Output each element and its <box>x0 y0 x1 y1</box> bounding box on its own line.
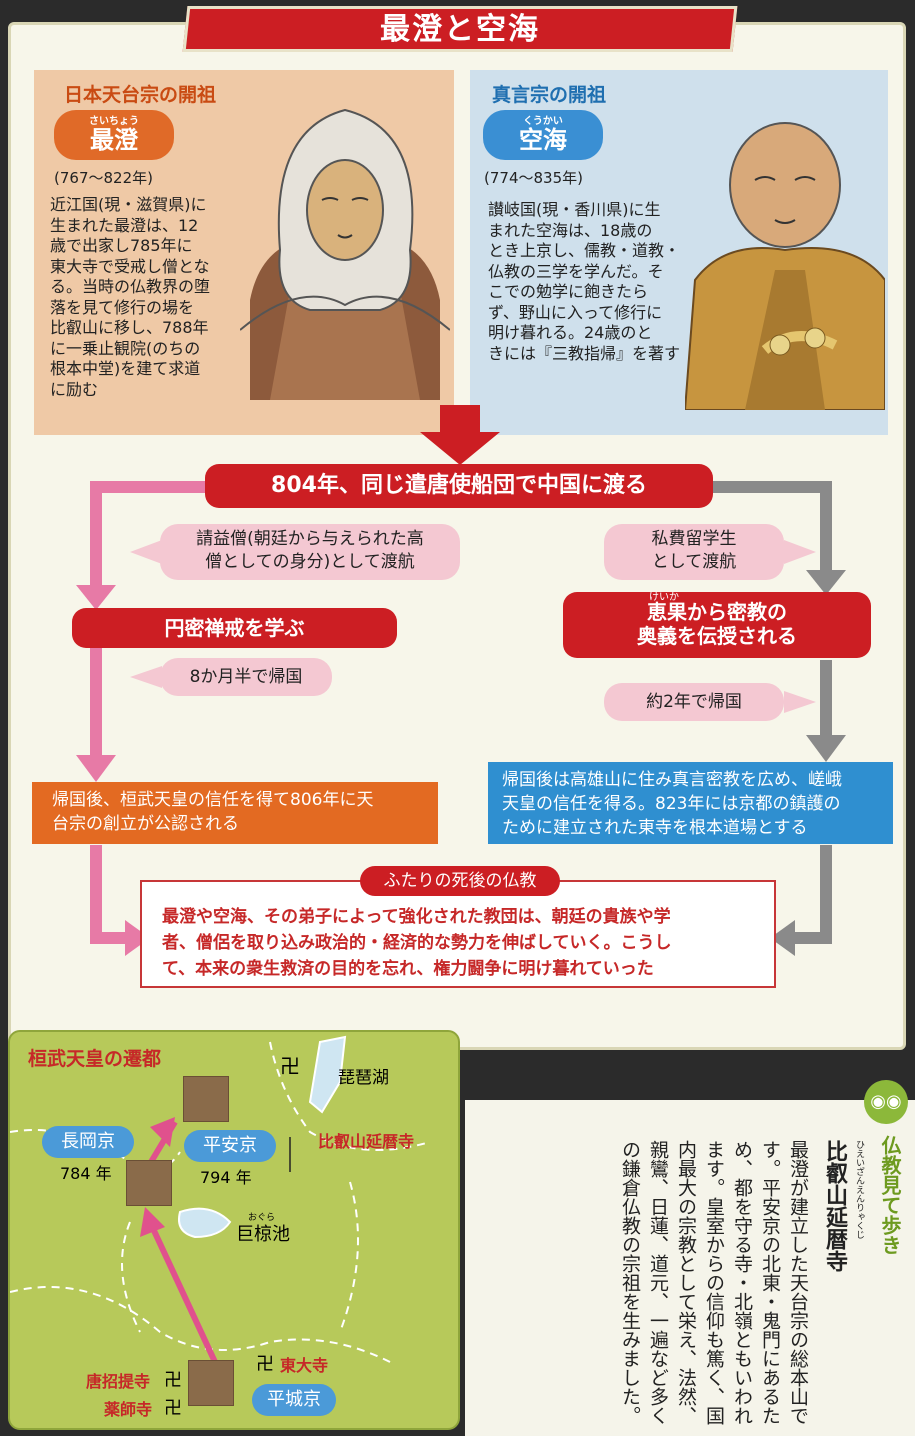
left-bubble-tail <box>130 540 162 564</box>
side-heading-ruby: ひえいざんえんりゃくじ <box>854 1140 864 1239</box>
right-bar-ruby: けいか <box>649 592 679 603</box>
kukai-bio-line: 仏教の三学を学んだ。そ <box>488 261 664 281</box>
right-return-bubble: 約2年で帰国 <box>604 683 784 721</box>
saicho-dates: (767〜822年) <box>54 169 153 187</box>
saicho-result-box: 帰国後、桓武天皇の信任を得て806年に天 台宗の創立が公認される <box>32 782 438 844</box>
after-text-line: 最澄や空海、その弟子によって強化された教団は、朝廷の貴族や学 <box>162 907 671 927</box>
kukai-bio: 讃岐国(現・香川県)に生 まれた空海は、18歳の とき上京し、儒教・道教・ 仏教… <box>488 200 683 364</box>
kukai-portrait <box>685 122 885 410</box>
left-bubble-line: 請益僧(朝廷から与えられた高 <box>196 529 424 549</box>
saicho-name-pill: さいちょう 最澄 <box>54 110 174 160</box>
right-study-bar: けいか 恵果から密教の 奥義を伝授される <box>563 592 871 658</box>
left-bubble-line: 僧としての身分)として渡航 <box>205 552 415 572</box>
kukai-dates: (774〜835年) <box>484 169 583 187</box>
after-text-line: て、本来の衆生救済の目的を忘れ、権力闘争に明け暮れていった <box>162 959 654 979</box>
right-bar-line: 恵果から密教の <box>647 600 787 624</box>
kukai-result-box: 帰国後は高雄山に住み真言密教を広め、嵯峨 天皇の信任を得る。823年には京都の鎮… <box>488 762 893 844</box>
saicho-bio-line: る。当時の仏教界の堕 <box>50 277 211 296</box>
kukai-bio-line: 讃岐国(現・香川県)に生 <box>488 200 661 219</box>
left-study-bar: 円密禅戒を学ぶ <box>72 608 397 648</box>
kukai-result-line: 帰国後は高雄山に住み真言密教を広め、嵯峨 <box>502 770 842 790</box>
kukai-name-ruby: くうかい <box>523 116 563 127</box>
toshodaiji-manji-icon: 卍 <box>164 1370 182 1391</box>
heian-pill: 平安京 <box>184 1130 276 1162</box>
enryakuji-label: 比叡山延暦寺 <box>318 1132 415 1151</box>
right-return-tail <box>784 691 816 713</box>
flow-arrows <box>76 405 846 956</box>
eyes-icon: ◉◉ <box>864 1080 908 1124</box>
saicho-result-line: 帰国後、桓武天皇の信任を得て806年に天 <box>52 790 374 810</box>
left-return-tail <box>130 666 162 688</box>
heijo-site <box>188 1360 234 1406</box>
saicho-portrait <box>240 108 450 400</box>
todaiji-label: 東大寺 <box>280 1356 329 1375</box>
right-bubble-line: 私費留学生 <box>651 529 737 549</box>
saicho-bio-line: 比叡山に移し、788年 <box>50 318 209 337</box>
side-section-title: 仏教見て歩き <box>878 1135 902 1255</box>
map-title: 桓武天皇の遷都 <box>28 1048 162 1070</box>
after-death-box: 最澄や空海、その弟子によって強化された教団は、朝廷の貴族や学 者、僧侶を取り込み… <box>140 880 776 988</box>
nagaoka-year: 784 年 <box>60 1164 112 1183</box>
saicho-result-line: 台宗の創立が公認される <box>52 814 239 834</box>
left-return-bubble: 8か月半で帰国 <box>160 658 332 696</box>
kukai-bio-line: こでの勉学に飽きたら <box>488 282 649 301</box>
page-title: 最澄と空海 <box>380 12 540 47</box>
side-panel <box>465 1100 915 1436</box>
kukai-name: 空海 <box>519 126 567 154</box>
right-travel-bubble: 私費留学生 として渡航 <box>604 524 784 580</box>
after-text-line: 者、僧侶を取り込み政治的・経済的な勢力を伸ばしていく。こうし <box>162 933 672 953</box>
yakushiji-label: 薬師寺 <box>104 1400 153 1419</box>
right-bubble-line: として渡航 <box>651 552 737 572</box>
saicho-bio-line: 落を見て修行の場を <box>50 297 195 317</box>
nagaoka-pill: 長岡京 <box>42 1126 134 1158</box>
heian-year: 794 年 <box>200 1168 252 1187</box>
ogura-ruby: おぐら <box>248 1213 276 1223</box>
saicho-bio: 近江国(現・滋賀県)に 生まれた最澄は、12 歳で出家し785年に 東大寺で受戒… <box>50 195 235 400</box>
kukai-result-line: 天皇の信任を得る。823年には京都の鎮護の <box>502 794 841 814</box>
kukai-bio-line: ず、野山に入って修行に <box>488 302 663 322</box>
todaiji-manji-icon: 卍 <box>256 1354 274 1375</box>
map-panel <box>8 1030 460 1430</box>
saicho-bio-line: 生まれた最澄は、12 <box>50 215 199 235</box>
kukai-bio-line: 明け暮れる。24歳のと <box>488 323 653 342</box>
flow-main-bar: 804年、同じ遣唐使船団で中国に渡る <box>205 464 713 508</box>
heian-site <box>183 1076 229 1122</box>
yakushiji-manji-icon: 卍 <box>164 1398 182 1419</box>
side-body-text: 最澄が建立した天台宗の総本山です。平安京の北東・鬼門にあるため、都を守る寺・北嶺… <box>619 1140 809 1425</box>
saicho-name-ruby: さいちょう <box>89 116 139 127</box>
left-travel-bubble: 請益僧(朝廷から与えられた高 僧としての身分)として渡航 <box>160 524 460 580</box>
saicho-name: 最澄 <box>90 126 138 154</box>
right-bar-line: 奥義を伝授される <box>637 624 797 648</box>
after-death-label: ふたりの死後の仏教 <box>360 866 560 896</box>
saicho-bio-line: 歳で出家し785年に <box>50 236 193 255</box>
side-heading: 比叡山延暦寺 <box>822 1140 847 1272</box>
biwako-label: 琵琶湖 <box>338 1068 389 1088</box>
heijo-pill: 平城京 <box>252 1384 336 1416</box>
kukai-name-pill: くうかい 空海 <box>483 110 603 160</box>
enryakuji-manji-icon: 卍 <box>280 1054 300 1078</box>
right-bubble-tail <box>784 540 816 564</box>
kukai-result-line: ために建立された東寺を根本道場とする <box>502 818 808 838</box>
saicho-bio-line: に励む <box>50 379 99 399</box>
toshodaiji-label: 唐招提寺 <box>86 1372 151 1391</box>
kukai-bio-line: まれた空海は、18歳の <box>488 220 653 240</box>
ogura-label: 巨椋池 <box>236 1224 290 1245</box>
saicho-role: 日本天台宗の開祖 <box>64 84 217 106</box>
nagaoka-site <box>126 1160 172 1206</box>
kukai-bio-line: きには『三教指帰』を著す <box>488 343 681 363</box>
kukai-bio-line: とき上京し、儒教・道教・ <box>488 241 681 260</box>
saicho-bio-line: 近江国(現・滋賀県)に <box>50 195 207 214</box>
map-canvas <box>10 1035 431 1364</box>
saicho-bio-line: 東大寺で受戒し僧とな <box>50 256 210 276</box>
saicho-bio-line: 根本中堂)を建て求道 <box>50 359 201 378</box>
kukai-role: 真言宗の開祖 <box>492 84 607 106</box>
saicho-bio-line: に一乗止観院(のちの <box>50 338 201 358</box>
